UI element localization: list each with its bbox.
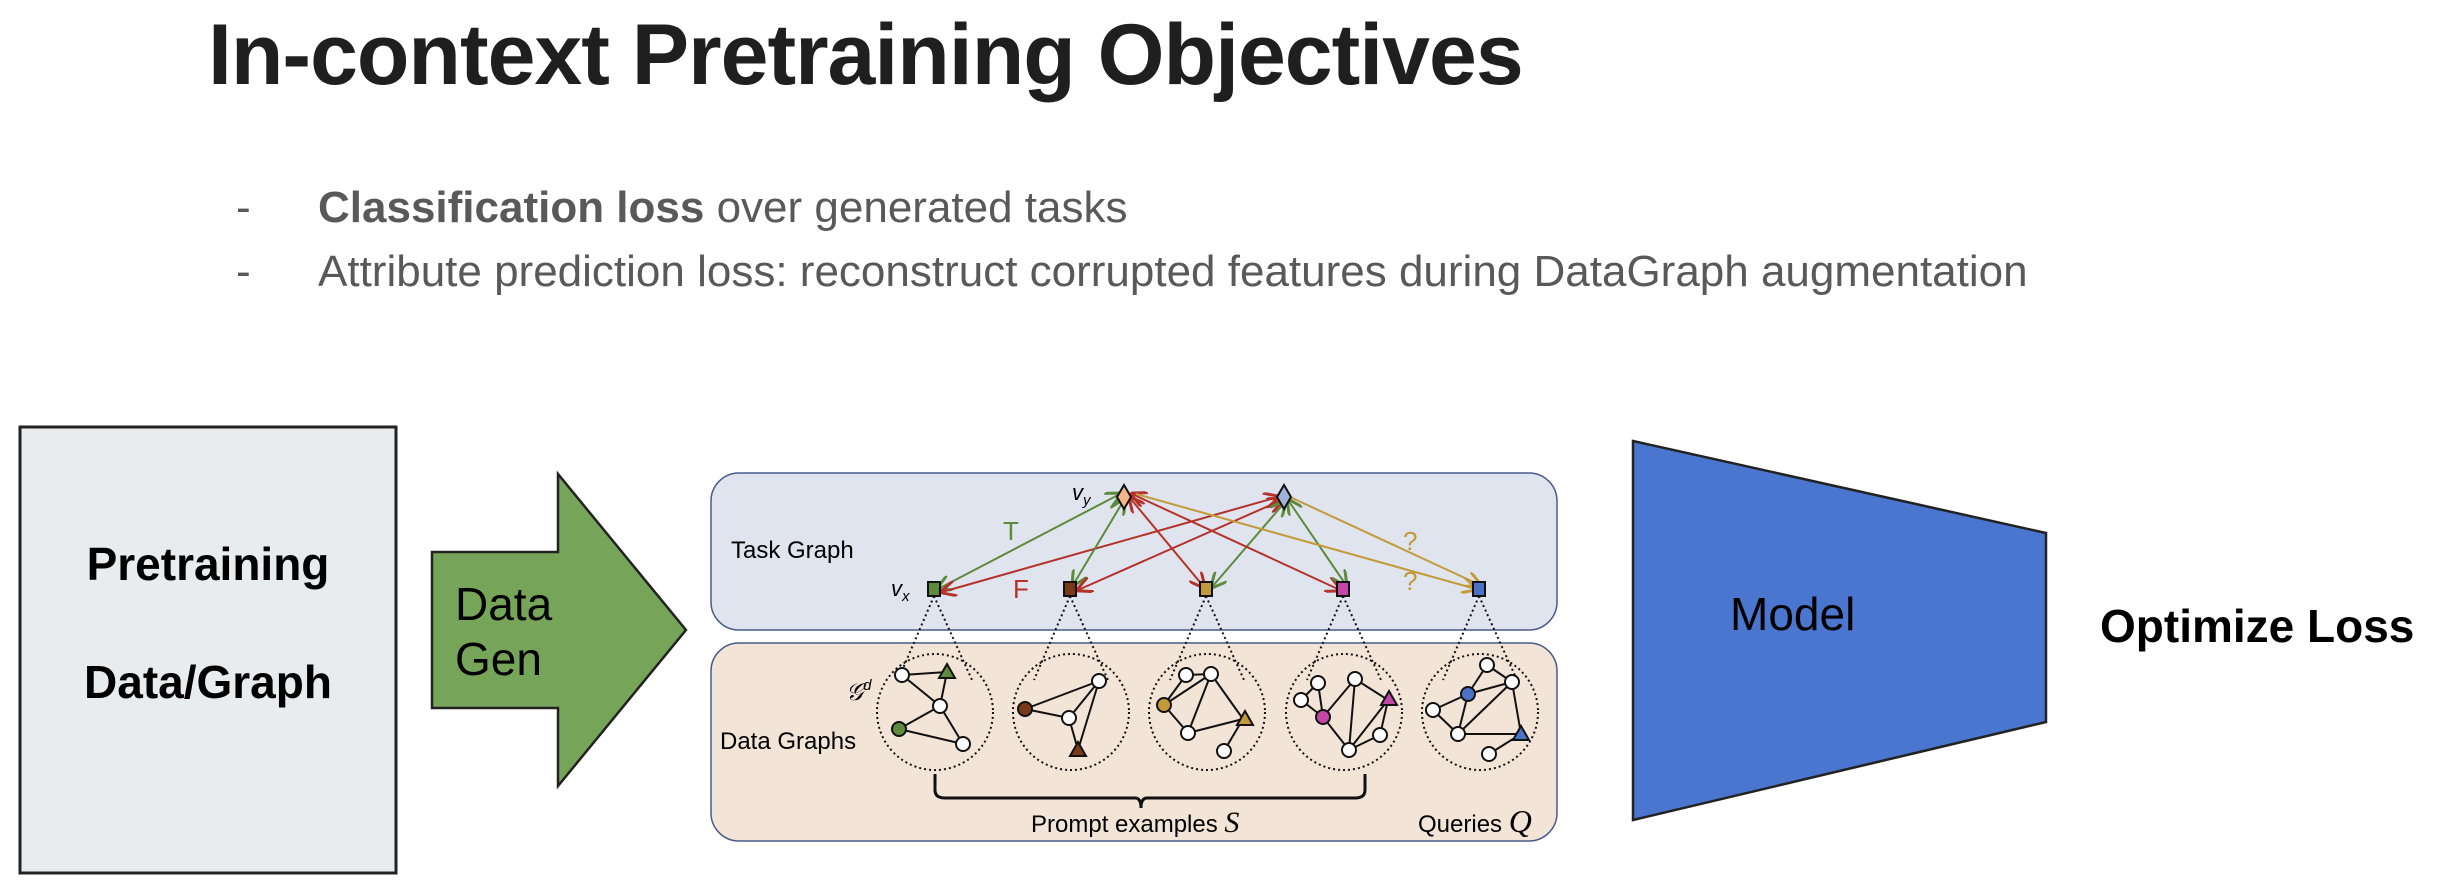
prompt-examples-label: Prompt examples S — [1031, 806, 1239, 839]
data-graph-circle — [1285, 653, 1403, 771]
prompt-brace — [933, 774, 1367, 809]
edge-label-unknown: ? — [1403, 526, 1417, 556]
bullet-item: - Classification loss over generated tas… — [236, 183, 2028, 247]
node-gold — [1199, 581, 1213, 597]
node-pink — [1336, 581, 1350, 597]
input-data-box — [18, 425, 398, 875]
projection-lines — [897, 595, 1518, 681]
data-graph-4 — [1293, 671, 1399, 758]
bullet-item: - Attribute prediction loss: reconstruct… — [236, 247, 2028, 311]
data-graph-3 — [1156, 666, 1255, 759]
edge-unknown — [1135, 493, 1476, 589]
bullet-text: over generated tasks — [704, 183, 1128, 232]
label-node-1 — [1115, 483, 1133, 511]
data-graph-circle — [876, 653, 994, 771]
node-brown — [1063, 581, 1077, 597]
task-graph-label: Task Graph — [731, 537, 854, 564]
bullet-marker: - — [236, 247, 251, 296]
data-graph-query — [1425, 657, 1531, 762]
data-graph-circle — [1012, 653, 1130, 771]
edge-true — [1288, 500, 1346, 585]
data-gen-arrow — [430, 470, 688, 790]
node-green — [927, 581, 941, 597]
input-box-line1: Pretraining — [87, 538, 330, 590]
model-label: Model — [1730, 588, 1855, 640]
bullet-marker: - — [236, 183, 251, 232]
data-graph-circle — [1421, 653, 1539, 771]
bullet-bold-text: Classification loss — [318, 183, 705, 232]
bullet-text: Attribute prediction loss: reconstruct c… — [318, 247, 2028, 296]
slide-title: In-context Pretraining Objectives — [208, 7, 1524, 103]
edge-label-true: T — [1003, 516, 1019, 546]
task-graph-edges — [938, 494, 1480, 592]
data-graph-1 — [891, 661, 971, 752]
bullet-list: - Classification loss over generated tas… — [236, 183, 2028, 311]
queries-label: Queries Q — [1418, 803, 1532, 839]
optimize-loss-label: Optimize Loss — [2100, 600, 2414, 652]
edge-unknown — [1289, 496, 1480, 585]
data-graph-circle — [1148, 653, 1266, 771]
model-block — [1631, 439, 2048, 822]
edge-label-false: F — [1013, 574, 1029, 604]
data-graphs-label: Data Graphs — [720, 728, 856, 755]
node-blue — [1472, 581, 1486, 597]
input-box-line2: Data/Graph — [84, 656, 332, 708]
edge-label-unknown: ? — [1403, 566, 1417, 596]
data-graph-2 — [1017, 673, 1107, 757]
data-gen-line2: Gen — [455, 633, 542, 685]
data-gen-line1: Data — [455, 578, 553, 630]
label-node-2 — [1275, 483, 1293, 511]
